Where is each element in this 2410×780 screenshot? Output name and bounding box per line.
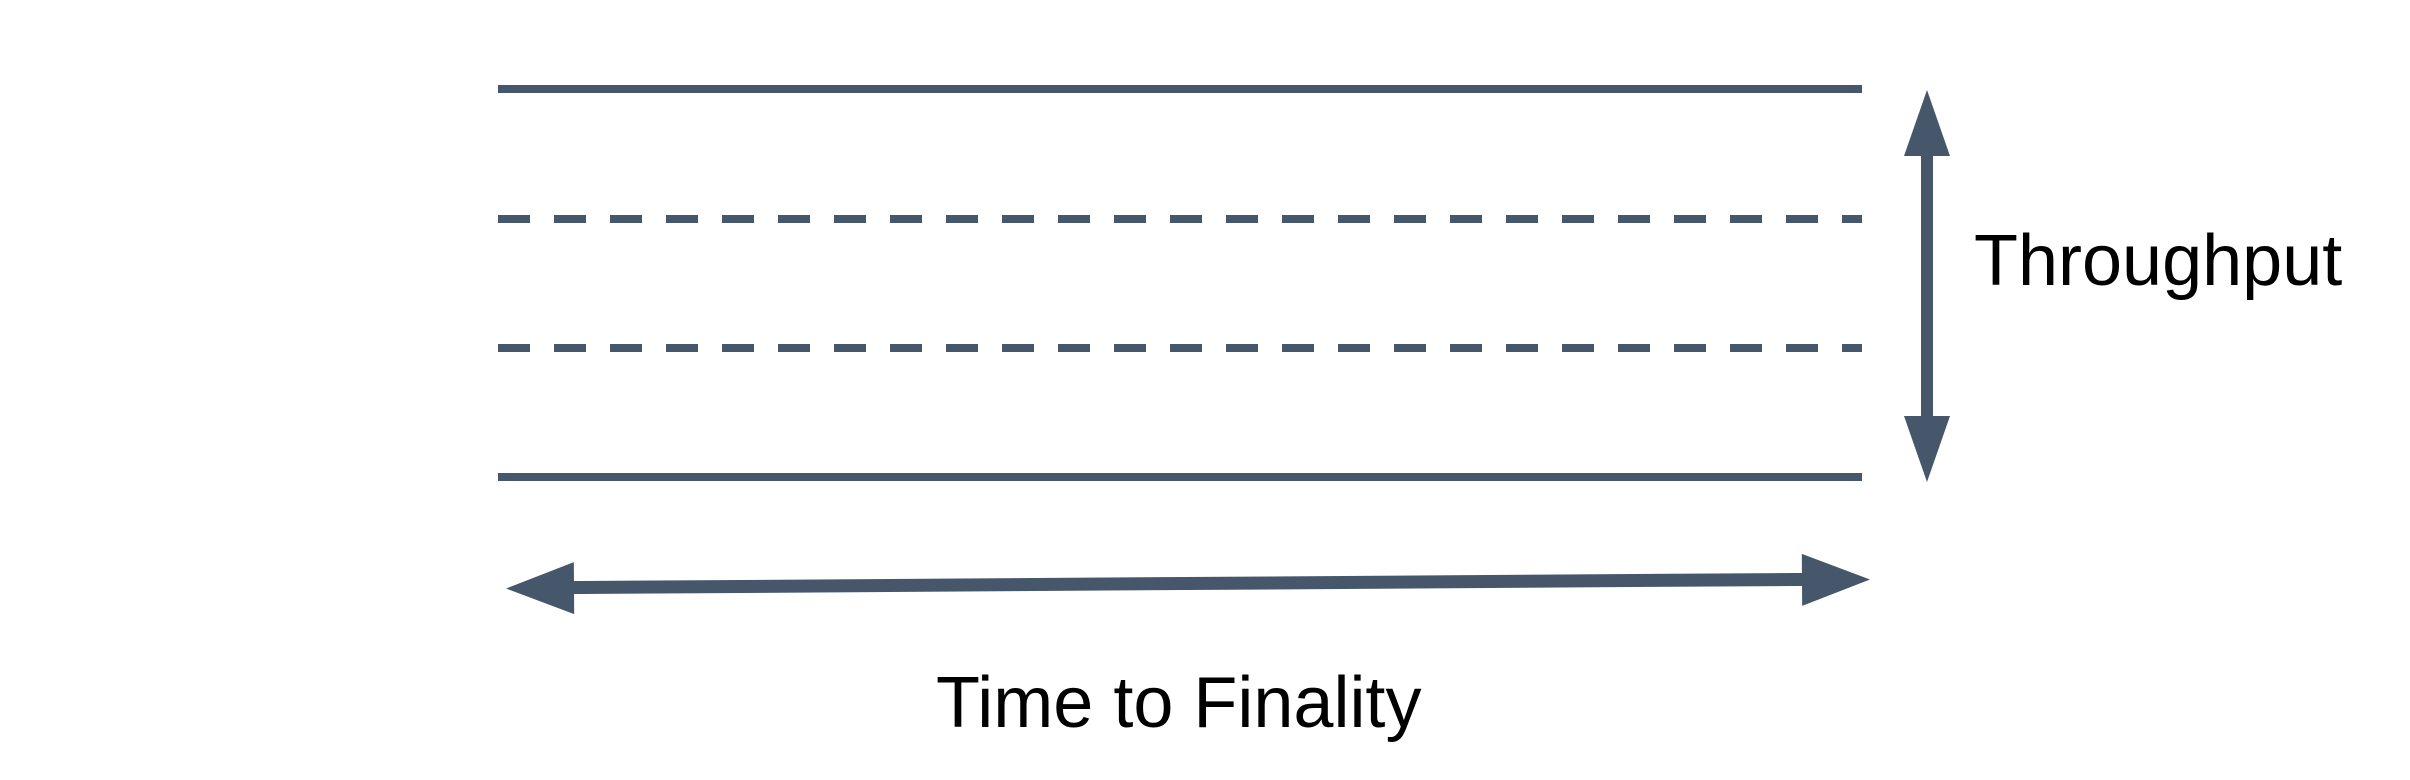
band-line-solid-top (498, 85, 1862, 93)
horizontal-double-arrow-icon (506, 553, 1870, 615)
throughput-label: Throughput (1974, 221, 2343, 301)
time-to-finality-label: Time to Finality (936, 663, 1422, 743)
band-line-dashed-1 (498, 215, 1862, 223)
band-line-dashed-2 (498, 344, 1862, 352)
band-line-solid-bottom (498, 473, 1862, 481)
vertical-double-arrow-icon (1904, 90, 1950, 482)
